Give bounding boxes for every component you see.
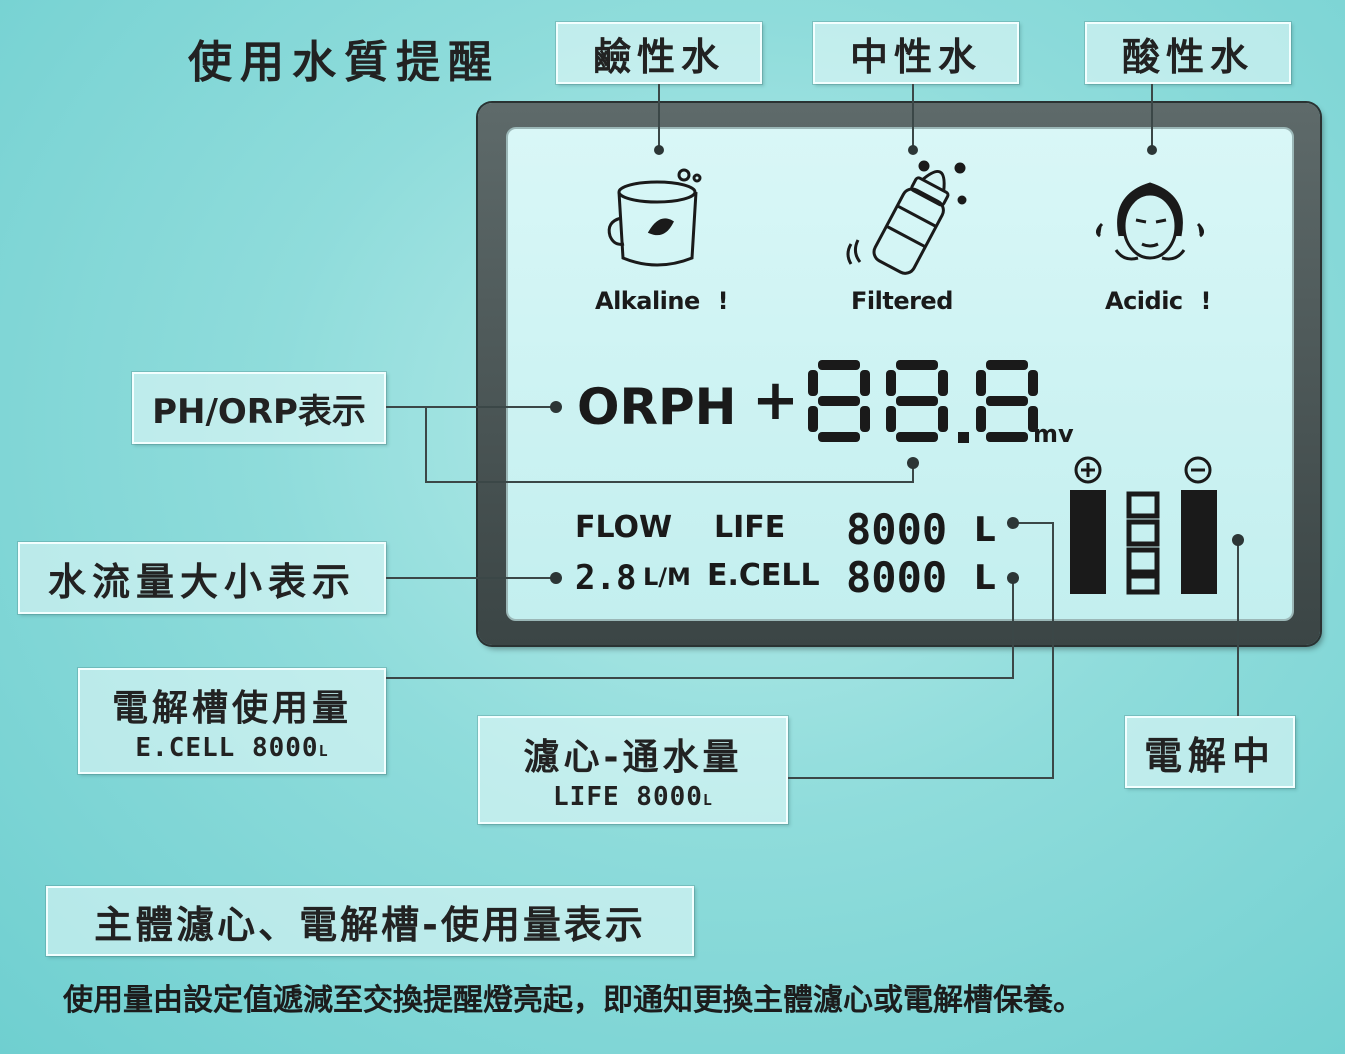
- filtered-caption: Filtered: [851, 287, 953, 315]
- ecell-usage-title: 電解槽使用量: [111, 688, 352, 729]
- minus-electrode-icon: [1184, 456, 1212, 484]
- electrolysis-callout: 電解中: [1125, 716, 1295, 788]
- neutral-water-label: 中性水: [813, 22, 1019, 84]
- digit-segment-f: [808, 370, 818, 396]
- digit-segment-g: [896, 396, 938, 406]
- digit-segment-c: [1028, 406, 1038, 432]
- ph-orp-callout: PH/ORP表示: [132, 372, 386, 444]
- plus-electrode-icon: [1074, 456, 1102, 484]
- digit-segment-b: [1028, 370, 1038, 396]
- digit-segment-d: [896, 432, 938, 442]
- life-unit: L: [974, 510, 996, 550]
- digit-segment-e: [976, 406, 986, 432]
- filter-usage-title: 濾心-通水量: [523, 737, 743, 778]
- digit-segment-a: [818, 360, 860, 370]
- filter-usage-sub: LIFE 8000: [553, 782, 703, 812]
- ecell-unit: L: [974, 558, 996, 598]
- acidic-water-label: 酸性水: [1085, 22, 1291, 84]
- ecell-usage-unit: L: [318, 742, 329, 760]
- digit-segment-g: [986, 396, 1028, 406]
- alkaline-warning-mark: !: [717, 287, 729, 315]
- digit-segment-d: [818, 432, 860, 442]
- usage-note: 使用量由設定值遞減至交換提醒燈亮起，即通知更換主體濾心或電解槽保養。: [63, 983, 1083, 1018]
- page-title: 使用水質提醒: [188, 37, 500, 88]
- ecell-usage-callout: 電解槽使用量 E.CELL 8000L: [78, 668, 386, 774]
- ecell-value: 8000: [846, 553, 948, 602]
- digit-segment-c: [860, 406, 870, 432]
- digit-segment-b: [860, 370, 870, 396]
- life-label: LIFE: [714, 510, 786, 545]
- orph-mode-label: ORPH: [577, 378, 737, 436]
- filter-usage-callout: 濾心-通水量 LIFE 8000L: [478, 716, 788, 824]
- digit-segment-a: [896, 360, 938, 370]
- ecell-usage-sub: E.CELL 8000: [135, 733, 319, 763]
- digit-segment-e: [808, 406, 818, 432]
- mv-unit: mv: [1033, 420, 1074, 448]
- positive-electrode-bar: [1070, 490, 1106, 594]
- flow-callout: 水流量大小表示: [18, 542, 386, 614]
- filter-usage-unit: L: [702, 791, 713, 809]
- flow-label: FLOW: [575, 510, 673, 545]
- digit-segment-f: [886, 370, 896, 396]
- digit-segment-g: [818, 396, 860, 406]
- digit-segment-c: [938, 406, 948, 432]
- digit-segment-d: [986, 432, 1028, 442]
- sign-indicator: +: [752, 368, 799, 433]
- bottle-icon: [846, 160, 967, 275]
- digit-segment-a: [986, 360, 1028, 370]
- usage-display-heading: 主體濾心、電解槽-使用量表示: [46, 886, 694, 956]
- negative-electrode-bar: [1181, 490, 1217, 594]
- alkaline-water-label: 鹼性水: [556, 22, 762, 84]
- life-value: 8000: [846, 505, 948, 554]
- cup-icon: [607, 168, 702, 267]
- flow-value: 2.8: [575, 558, 637, 598]
- face-icon: [1095, 182, 1205, 261]
- decimal-point: [958, 432, 969, 443]
- digit-segment-e: [886, 406, 896, 432]
- alkaline-caption: Alkaline: [595, 287, 700, 315]
- digit-segment-f: [976, 370, 986, 396]
- center-cell-stack: [1126, 491, 1160, 595]
- acidic-caption: Acidic: [1105, 287, 1183, 315]
- ecell-label: E.CELL: [707, 558, 820, 593]
- digit-segment-b: [938, 370, 948, 396]
- flow-unit: L/M: [643, 563, 691, 591]
- acidic-warning-mark: !: [1200, 287, 1212, 315]
